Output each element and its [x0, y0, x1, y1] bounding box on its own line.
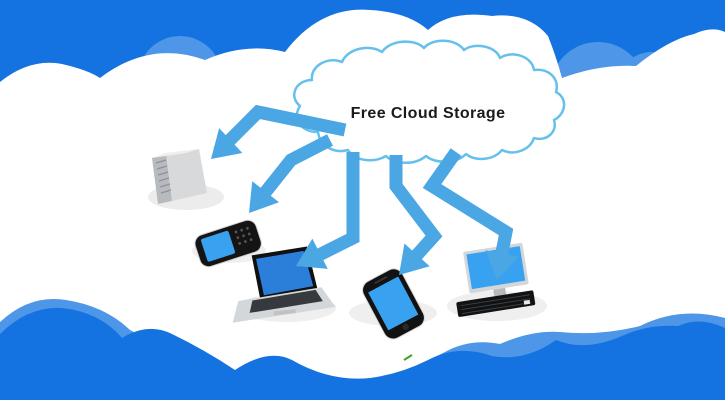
storage-cloud: Free Cloud Storage [293, 39, 566, 164]
bottom-cloud-blue [0, 307, 725, 400]
server-vents [155, 159, 172, 194]
smartphone-screen [368, 276, 419, 331]
free-cloud-storage-label: Free Cloud Storage [351, 105, 506, 122]
storage-cloud-outline [293, 39, 566, 164]
server-tower-icon [148, 149, 224, 210]
arrow-to-smartphone [389, 155, 443, 275]
smartphone-icon [349, 268, 437, 340]
keyboard-keys [460, 294, 532, 315]
green-speck [403, 354, 413, 361]
download-arrows [211, 104, 519, 280]
laptop-icon [232, 246, 336, 323]
arrow-to-laptop [296, 152, 360, 269]
arrow-to-server [211, 104, 347, 159]
arrow-to-desktop [422, 148, 519, 280]
arrow-to-keypad-phone [249, 134, 333, 213]
keypad-keys [234, 226, 253, 245]
keypad-phone-icon [192, 219, 266, 268]
keypad-phone-screen [201, 230, 235, 262]
